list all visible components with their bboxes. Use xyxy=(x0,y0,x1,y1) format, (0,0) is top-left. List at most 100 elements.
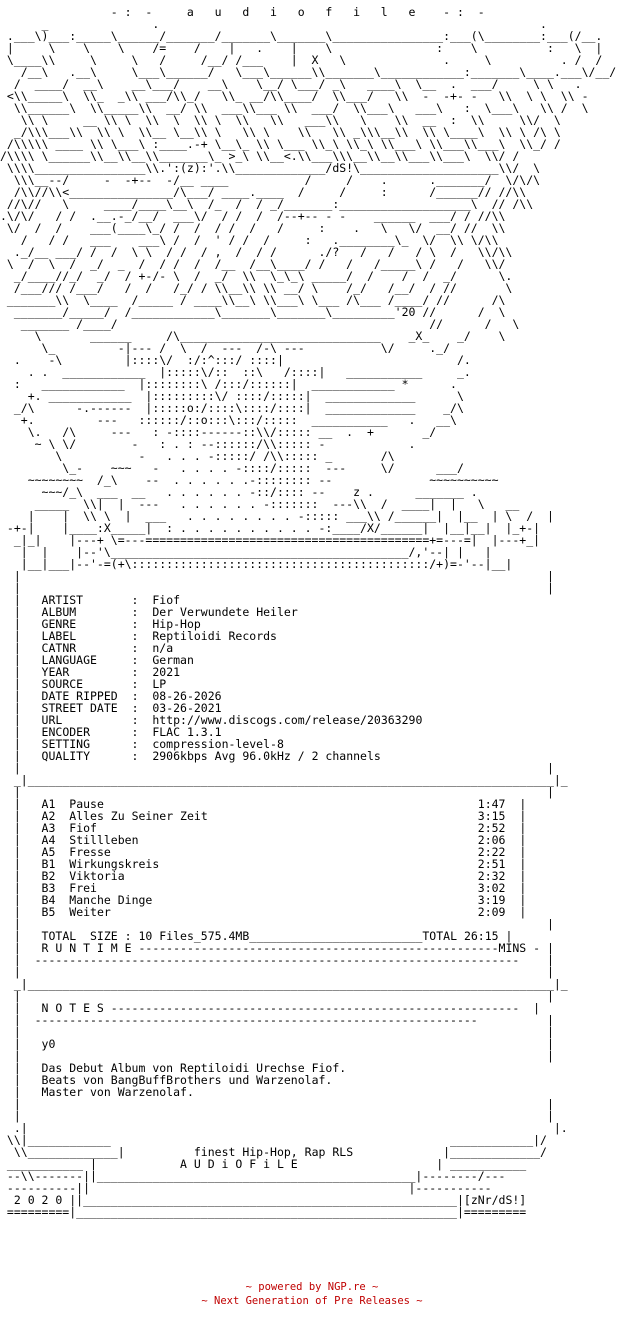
frame-blank: | | xyxy=(0,1049,554,1063)
ascii-art-line: . . ____________ |:::::\/:: ::\ /::::| _… xyxy=(0,365,471,379)
info-row: | DATE RIPPED : 08-26-2026 xyxy=(0,689,222,703)
ascii-art-line: \/ / / ___(____\_/ / / / / / / : . \ \/ … xyxy=(0,221,506,235)
info-value: n/a xyxy=(152,641,174,655)
info-label: ENCODER xyxy=(41,725,91,739)
ascii-art-line: / ____/ __\ __\___/ __\ \__/ \___/ _\ __… xyxy=(0,77,582,91)
info-row: | LABEL : Reptiloidi Records xyxy=(0,629,277,643)
ascii-art-line: \. /\ --- : -::::------::\\/::::: __ . +… xyxy=(0,425,437,439)
ascii-art-line: \_ -|--- / \ / --- /-\ --- \/ ._/ xyxy=(0,341,451,355)
signature-row: ----------|| |----------- xyxy=(0,1181,492,1195)
notes-text: Das Debut Album von Reptiloidi Urechse F… xyxy=(41,1061,347,1075)
track-row: | A3 Fiof 2:52 | xyxy=(0,821,527,835)
track-duration: 2:32 xyxy=(477,869,506,883)
frame-blank: | | xyxy=(0,581,554,595)
notes-line: | Master von Warzenolaf. xyxy=(0,1085,194,1099)
ascii-art-line: \_- ~~~ - . . . . -::::/::::: --- \/ ___… xyxy=(0,461,464,475)
info-label: DATE RIPPED xyxy=(41,689,118,703)
frame-blank: | | xyxy=(0,761,554,775)
ascii-art-line: \____\\ \ \ / /__/ /___ | X \ . \ . / / xyxy=(0,53,603,67)
track-title: Viktoria xyxy=(69,869,125,883)
ascii-art-line: /\\\\\ ____ \\ \___\ :____.-+ \__\_ \\ \… xyxy=(0,137,561,151)
total-time-value: 26:15 xyxy=(463,929,499,943)
ascii-art-line: \\\\________________\\.':(z):'.\\_______… xyxy=(0,161,541,175)
track-title: Frei xyxy=(69,881,97,895)
ascii-art-line: -+-| |____:X_____| : . . . . . . . . . .… xyxy=(0,521,541,535)
ascii-art-line: _ . . xyxy=(0,17,547,31)
notes-line: | Beats von BangBuffBrothers und Warzeno… xyxy=(0,1073,333,1087)
ascii-art-line: _____ \\| | --- . . . . . . -::::::: ---… xyxy=(0,497,520,511)
track-duration: 3:19 xyxy=(477,893,506,907)
frame-blank: | | xyxy=(0,785,554,799)
info-label: LANGUAGE xyxy=(41,653,97,667)
ascii-art-line: /__\ .__\ \___\______/ \___\______\\____… xyxy=(0,65,617,79)
info-label: ARTIST xyxy=(41,593,84,607)
info-row: | ENCODER : FLAC 1.3.1 xyxy=(0,725,222,739)
notes-line: | Das Debut Album von Reptiloidi Urechse… xyxy=(0,1061,347,1075)
ascii-art-line: - : - a u d i o f i l e - : - xyxy=(0,5,485,19)
track-position: A5 xyxy=(41,845,56,859)
track-row: | B3 Frei 3:02 | xyxy=(0,881,527,895)
track-duration: 3:02 xyxy=(477,881,506,895)
ascii-art-line: ~ \ \/ - : . : --::::::/\\::::: - . xyxy=(0,437,416,451)
powered-by-text: ~ powered by NGP.re ~ xyxy=(245,1281,379,1293)
info-value: Hip-Hop xyxy=(152,617,201,631)
nfo-document: - : - a u d i o f i l e - : - _ . . .___… xyxy=(0,6,624,1218)
track-duration: 1:47 xyxy=(477,797,506,811)
ascii-art-line: .\/\/ / / .__.-_/__/ ___\/ / / / /--+-- … xyxy=(0,209,506,223)
total-size-line: | TOTAL SIZE : 10 Files_575.4MB_________… xyxy=(0,929,513,943)
footer: ~ powered by NGP.re ~ ~ Next Generation … xyxy=(0,1280,624,1308)
info-value: 03-26-2021 xyxy=(152,701,222,715)
info-row: | LANGUAGE : German xyxy=(0,653,194,667)
ascii-art-line: / / / ___ ___\ / / ' / / / : .________\_… xyxy=(0,233,499,247)
notes-text: Master von Warzenolaf. xyxy=(41,1085,194,1099)
section-divider: _|______________________________________… xyxy=(0,977,568,991)
info-label: SOURCE xyxy=(41,677,84,691)
track-position: B3 xyxy=(41,881,56,895)
ascii-art-line: +. --- ::::::/::o:::\:::/::::: _________… xyxy=(0,413,457,427)
track-position: A3 xyxy=(41,821,56,835)
ngp-tagline: ~ Next Generation of Pre Releases ~ xyxy=(201,1295,423,1307)
track-row: | A5 Fresse 2:22 | xyxy=(0,845,527,859)
track-row: | A2 Alles Zu Seiner Zeit 3:15 | xyxy=(0,809,527,823)
frame-blank: | | xyxy=(0,1025,554,1039)
frame-rule: | --------------------------------------… xyxy=(0,953,554,967)
release-info-section: | ARTIST : Fiof | ALBUM : Der Verwundete… xyxy=(0,594,624,762)
info-label: YEAR xyxy=(41,665,70,679)
track-position: A1 xyxy=(41,797,56,811)
track-duration: 2:09 xyxy=(477,905,506,919)
info-value: Reptiloidi Records xyxy=(152,629,277,643)
ascii-art-line: \ ______ /\_____________________________… xyxy=(0,329,506,343)
track-duration: 2:06 xyxy=(477,833,506,847)
ascii-art-line: /\\//\\<_______________/\___/ ____.____ … xyxy=(0,185,527,199)
info-value: Fiof xyxy=(152,593,181,607)
track-position: B1 xyxy=(41,857,56,871)
info-label: GENRE xyxy=(41,617,77,631)
info-value: 08-26-2026 xyxy=(152,689,222,703)
info-row: | GENRE : Hip-Hop xyxy=(0,617,201,631)
signature-top: \\|____________ ____________|/ xyxy=(0,1133,547,1147)
ascii-art-line: | | |--'\_______________________________… xyxy=(0,545,492,559)
notes-body: | Das Debut Album von Reptiloidi Urechse… xyxy=(0,1062,624,1098)
info-row: | SOURCE : LP xyxy=(0,677,167,691)
info-label: LABEL xyxy=(41,629,77,643)
frame-blank: | | xyxy=(0,965,554,979)
info-value: http://www.discogs.com/release/20363290 xyxy=(152,713,423,727)
frame-blank: | | xyxy=(0,989,554,1003)
ascii-art-line: .___\)___:_____\______/_______/_______\_… xyxy=(0,29,603,43)
frame-blank: .| |. xyxy=(0,1121,568,1135)
track-title: Fiof xyxy=(69,821,97,835)
signature-brand: ___________ | A U D i O F i L E | ______… xyxy=(0,1157,527,1171)
info-row: | ALBUM : Der Verwundete Heiler xyxy=(0,605,298,619)
ascii-art-line: /\\\\ \______\\__\\__\\_______\_ >_\ \\_… xyxy=(0,149,520,163)
track-position: B5 xyxy=(41,905,56,919)
ascii-art-line: \ / \ / _/ _ / / / / /__ /__\____/ / / /… xyxy=(0,257,506,271)
track-row: | A1 Pause 1:47 | xyxy=(0,797,527,811)
ascii-art-line: | | \\ \ | ___ . . . . . . . . -::::: __… xyxy=(0,509,554,523)
ascii-art-line: | \ \ \ /= / | . | \ : \ : \ | xyxy=(0,41,603,55)
track-duration: 2:22 xyxy=(477,845,506,859)
info-label: STREET DATE xyxy=(41,701,118,715)
track-row: | B5 Weiter 2:09 | xyxy=(0,905,527,919)
info-row: | QUALITY : 2906kbps Avg 96.0kHz / 2 cha… xyxy=(0,749,381,763)
total-size-value: 10 Files_575.4MB xyxy=(138,929,250,943)
info-row: | ARTIST : Fiof xyxy=(0,593,181,607)
